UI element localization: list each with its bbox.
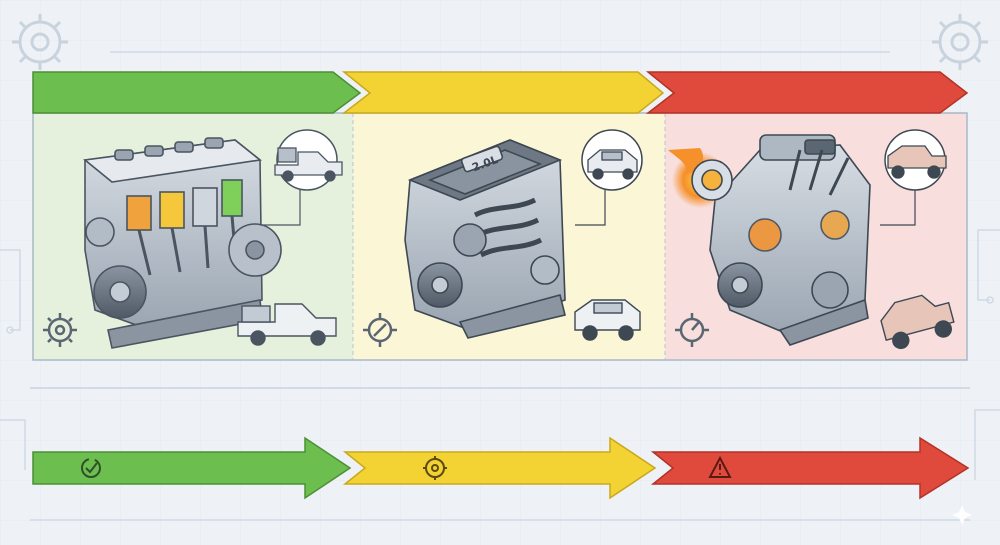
- suv-car-icon: [574, 299, 641, 341]
- gear-icon: [43, 313, 77, 347]
- bottom-arrow-green: [32, 436, 352, 500]
- four-cylinder-engine-icon: 2.0L: [404, 139, 566, 339]
- bottom-arrow-red: [650, 436, 970, 500]
- corner-gear-icon: [932, 14, 988, 70]
- warning-triangle-icon: [708, 455, 732, 478]
- hatchback-car-icon: [587, 149, 638, 180]
- gauge-gear-icon: [675, 313, 709, 347]
- turbo-v-engine-icon: [668, 134, 871, 346]
- offroad-truck-icon: [880, 294, 955, 350]
- top-arrow-yellow: [341, 71, 665, 114]
- inline-engine-cutaway-icon: [83, 137, 282, 349]
- top-arrow-red: [645, 71, 969, 114]
- offroad-truck-icon: [887, 145, 947, 179]
- pickup-truck-icon: [274, 147, 343, 182]
- corner-gear-icon: [12, 14, 68, 70]
- bottom-arrow-yellow: [342, 436, 657, 500]
- compass-gear-icon: [363, 313, 397, 347]
- sparkle-icon: [952, 505, 972, 525]
- check-circle-icon: [81, 458, 101, 478]
- top-arrow-green: [32, 71, 362, 114]
- circuit-lines: [0, 51, 1000, 521]
- target-gear-icon: [423, 456, 447, 480]
- pickup-truck-icon: [237, 303, 337, 346]
